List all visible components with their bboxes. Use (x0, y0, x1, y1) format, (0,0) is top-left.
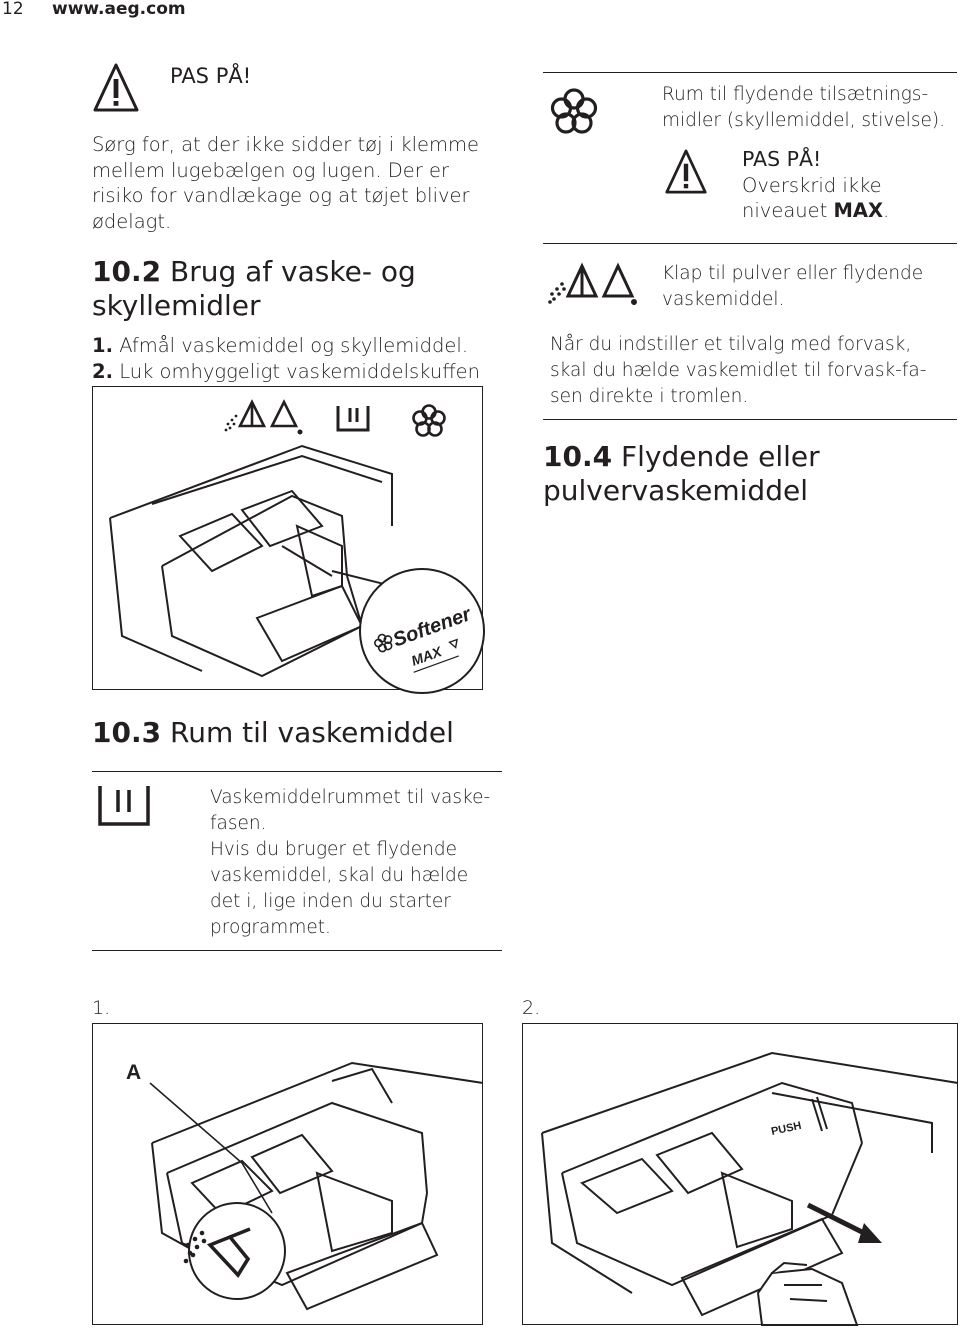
table-top-rule (92, 771, 502, 773)
flap-row-description: Klap til pulver eller flydende vaskemidd… (662, 261, 957, 313)
table-bottom-rule (543, 419, 957, 421)
powder-liquid-flap-icon (548, 262, 637, 305)
section-number: 10.3 (92, 716, 162, 749)
caution-line: niveauet MAX. (742, 198, 952, 224)
figure-1-frame (92, 1023, 483, 1325)
dispenser-figure-frame (92, 386, 483, 690)
softener-max-callout (331, 568, 485, 694)
step-text: Luk omhyggeligt vaskemiddelskuffen (119, 359, 480, 383)
dispenser-drawer-illustration: Softener MAX (109, 399, 485, 694)
push-arrow-icon (806, 1202, 882, 1243)
table-row-rule (543, 243, 957, 245)
powder-liquid-flap-icon (206, 1227, 251, 1278)
flower-softener-icon (550, 88, 598, 134)
note-line: skal du hælde vaskemidlet til forvask-fa… (550, 360, 927, 381)
caution-line: Overskrid ikke (742, 173, 882, 197)
cell-line: Hvis du bruger et flydende (210, 839, 458, 860)
page-number: 12 (2, 0, 24, 19)
caution-title: PAS PÅ! (742, 147, 822, 171)
flower-softener-icon (412, 404, 446, 437)
cell-line: vaskemiddel. (662, 289, 785, 310)
warning-icon (665, 149, 707, 194)
caution-title: PAS PÅ! (170, 64, 252, 88)
step-text: Afmål vaskemiddel og skyllemiddel. (119, 334, 469, 357)
note-line: sen direkte i tromlen. (550, 386, 749, 407)
caution-line: ødelagt. (92, 209, 172, 233)
cell-line: programmet. (210, 917, 331, 938)
section-number: 10.4 (543, 440, 613, 473)
website-link[interactable]: www.aeg.com (52, 0, 186, 19)
max-caution: PAS PÅ! Overskrid ikke niveauet MAX. (742, 147, 952, 224)
prewash-note: Når du indstiller et tilvalg med forvask… (550, 332, 957, 410)
step-number: 1. (92, 334, 113, 357)
hand-illustration (756, 1261, 859, 1326)
caution-text: Sørg for, at der ikke sidder tøj i klemm… (92, 132, 512, 234)
caution-text: niveauet (742, 199, 834, 222)
softener-row-description: Rum til flydende tilsætnings- midler (sk… (662, 82, 957, 134)
section-title: Brug af vaske- og (170, 255, 416, 288)
caution-line: mellem lugebælgen og lugen. Der er (92, 158, 449, 182)
section-heading-10-2: 10.2 Brug af vaske- og skyllemidler (92, 255, 512, 323)
max-level: MAX (833, 199, 883, 222)
figure-1-number: 1. (92, 997, 111, 1019)
section-title: Flydende eller (621, 440, 820, 473)
warning-icon (93, 63, 139, 112)
figure-2-frame (522, 1023, 958, 1325)
cell-line: Klap til pulver eller flydende (662, 263, 924, 284)
cell-line: Rum til flydende tilsætnings- (662, 84, 929, 105)
section-title: Rum til vaskemiddel (170, 716, 454, 749)
cell-line: det i, lige inden du starter (210, 891, 451, 912)
cell-line: fasen. (210, 813, 267, 834)
figure-2-number: 2. (522, 997, 541, 1019)
table-top-rule (543, 72, 957, 74)
powder-liquid-flap-icon (224, 399, 303, 435)
label-a: A (126, 1061, 141, 1084)
steps-list: 1. Afmål vaskemiddel og skyllemiddel. 2.… (92, 333, 512, 384)
flower-softener-icon (374, 633, 393, 653)
main-wash-compartment-icon (98, 786, 150, 826)
step-number: 2. (92, 359, 113, 383)
section-title-line2: pulvervaskemiddel (543, 474, 808, 507)
figure-1-illustration: A (126, 1061, 484, 1311)
caution-text: . (883, 199, 890, 222)
cell-line: midler (skyllemiddel, stivelse). (662, 110, 945, 131)
note-line: Når du indstiller et tilvalg med forvask… (550, 334, 912, 355)
list-item: 2. Luk omhyggeligt vaskemiddelskuffen (92, 359, 512, 385)
figure-2-illustration: PUSH (541, 1051, 959, 1326)
section-number: 10.2 (92, 255, 162, 288)
list-item: 1. Afmål vaskemiddel og skyllemiddel. (92, 333, 512, 359)
table-10-3-description: Vaskemiddelrummet til vaske- fasen. Hvis… (210, 785, 505, 941)
cell-line: Vaskemiddelrummet til vaske- (210, 787, 491, 808)
caution-line: risiko for vandlækage og at tøjet bliver (92, 184, 470, 207)
main-wash-compartment-icon (336, 406, 370, 432)
table-bottom-rule (92, 950, 502, 952)
section-title-line2: skyllemidler (92, 289, 261, 322)
caution-line: Sørg for, at der ikke sidder tøj i klemm… (92, 133, 480, 156)
cell-line: vaskemiddel, skal du hælde (210, 865, 469, 886)
section-heading-10-4: 10.4 Flydende eller pulvervaskemiddel (543, 440, 957, 508)
push-label: PUSH (770, 1120, 802, 1138)
section-heading-10-3: 10.3 Rum til vaskemiddel (92, 716, 454, 750)
powder-dots (183, 1230, 207, 1264)
